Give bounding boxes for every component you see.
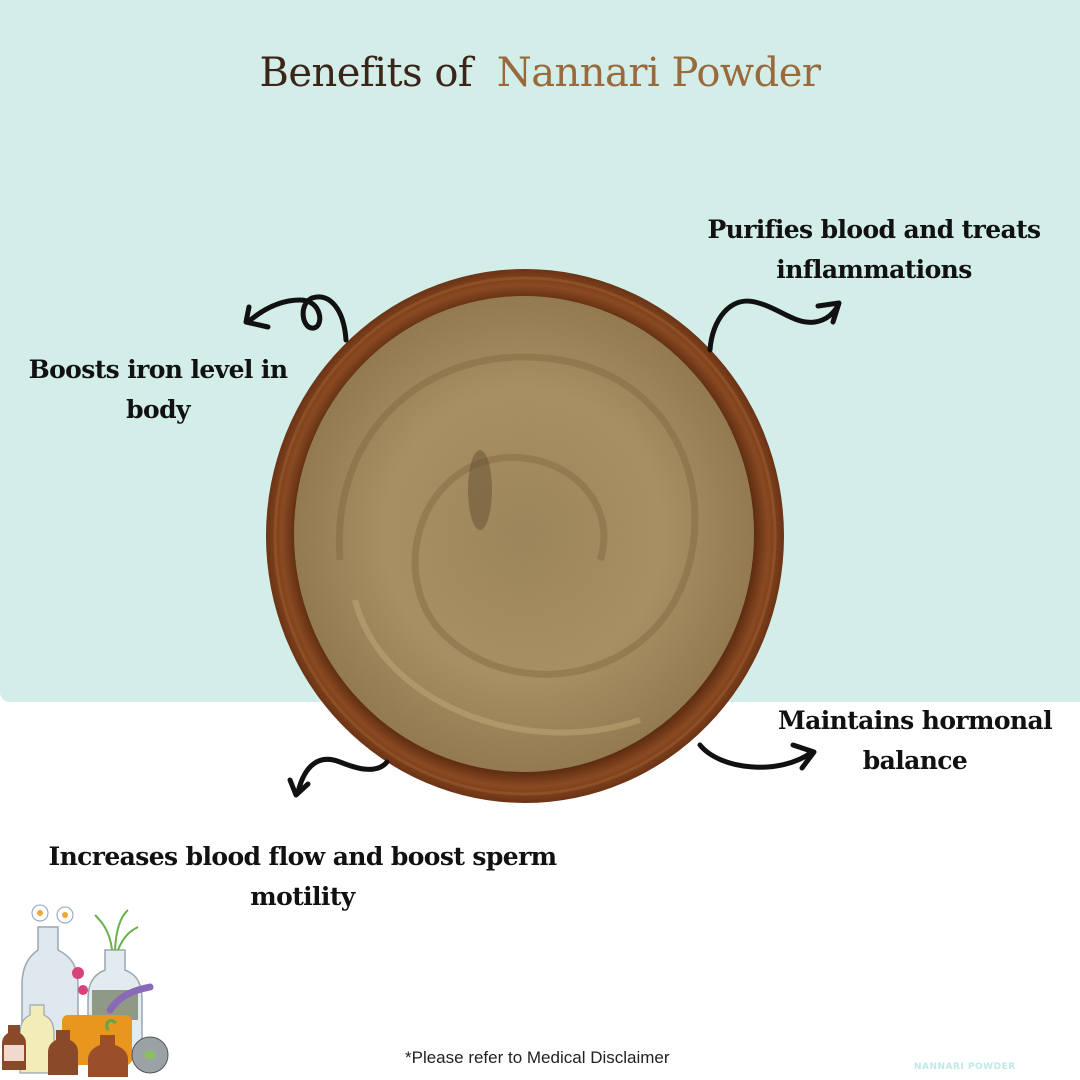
benefit-iron-line2: body <box>126 395 190 424</box>
watermark: NANNARI POWDER <box>914 1062 1016 1072</box>
benefit-iron: Boosts iron level in body <box>20 350 296 430</box>
benefit-blood-line1: Purifies blood and treats <box>707 215 1041 244</box>
benefit-blood: Purifies blood and treats inflammations <box>700 210 1048 290</box>
benefit-circulation-line1: Increases blood flow and boost sperm <box>48 842 558 871</box>
medical-disclaimer: *Please refer to Medical Disclaimer <box>405 1048 670 1067</box>
title-part-2: Nannari Powder <box>496 50 821 96</box>
benefit-circulation-line2: motility <box>250 882 355 911</box>
title-part-1: Benefits of <box>259 50 473 96</box>
page-title: Benefits of Nannari Powder <box>0 50 1080 96</box>
benefit-iron-line1: Boosts iron level in <box>28 355 288 384</box>
benefit-circulation: Increases blood flow and boost sperm mot… <box>40 837 565 917</box>
benefit-hormonal-line1: Maintains hormonal <box>778 706 1053 735</box>
benefit-hormonal: Maintains hormonal balance <box>770 701 1060 781</box>
benefit-hormonal-line2: balance <box>862 746 968 775</box>
herbal-bottles-illustration-icon <box>2 904 169 1077</box>
benefit-blood-line2: inflammations <box>776 255 972 284</box>
